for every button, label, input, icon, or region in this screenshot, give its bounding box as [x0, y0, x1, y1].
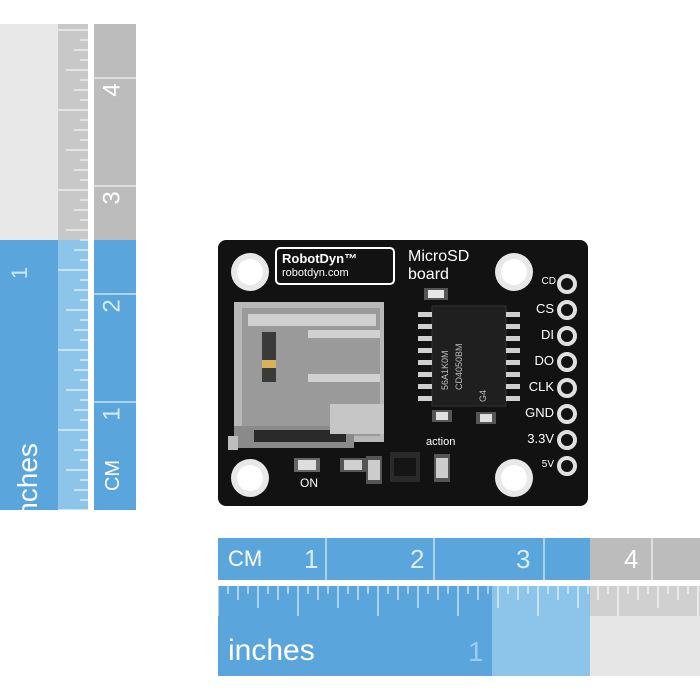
microsd-board-graphic — [218, 240, 588, 506]
horizontal-inch-unit-label: inches — [228, 634, 315, 667]
logo-box — [275, 247, 395, 285]
vertical-cm-tick-label-4: 4 — [98, 83, 126, 97]
robotdyn-logo-text: RobotDyn™ — [282, 251, 358, 266]
pin-label-gnd: GND — [525, 405, 554, 420]
led-power-label: ON — [300, 476, 318, 490]
chip-marking-line2: CD4050BM — [454, 343, 464, 390]
horizontal-cm-ruler-graphic — [218, 538, 700, 580]
pin-label-di: DI — [541, 327, 554, 342]
pin-label-cd: CD — [541, 276, 556, 287]
vertical-cm-ruler: CM 1 2 3 4 — [94, 24, 136, 510]
board-title-line2: board — [408, 266, 449, 283]
vertical-cm-ruler-graphic — [94, 24, 136, 510]
vertical-inch-ruler: inches 1 — [0, 24, 88, 510]
vertical-inch-tick-label-1: 1 — [7, 266, 33, 280]
chip-marking-code: G4 — [478, 389, 488, 402]
pin-label-clk: CLK — [528, 379, 554, 394]
pin-header — [557, 274, 577, 476]
logic-ic-chip — [418, 305, 520, 407]
horizontal-cm-tick-label-1: 1 — [304, 544, 319, 574]
horizontal-cm-unit-label: CM — [228, 546, 263, 571]
board-title-line1: MicroSD — [408, 248, 470, 265]
pin-label-3v3: 3.3V — [527, 431, 554, 446]
vertical-cm-tick-label-2: 2 — [98, 299, 126, 313]
pin-label-do: DO — [534, 353, 555, 368]
horizontal-cm-ruler: CM 1 2 3 4 — [218, 538, 700, 580]
horizontal-inch-ruler: inches 1 — [218, 586, 700, 676]
pin-label-cs: CS — [535, 301, 554, 316]
microsd-socket — [228, 302, 384, 450]
horizontal-inch-ruler-graphic — [218, 586, 700, 676]
chip-marking-line1-rot: 56A1K0M — [440, 350, 450, 390]
horizontal-cm-tick-label-3: 3 — [516, 544, 531, 574]
vertical-cm-tick-label-1: 1 — [98, 407, 126, 421]
horizontal-cm-tick-label-4: 4 — [624, 544, 639, 574]
led-action-label: action — [426, 436, 456, 448]
smd-components — [294, 288, 496, 484]
horizontal-cm-tick-label-2: 2 — [410, 544, 425, 574]
horizontal-inch-tick-label-1: 1 — [468, 636, 484, 667]
robotdyn-website-text: robotdyn.com — [282, 267, 349, 279]
vertical-inch-unit-label: inches — [12, 443, 43, 510]
pin-label-5v: 5V — [541, 459, 554, 470]
microsd-board: RobotDyn™ robotdyn.com MicroSD board 56A… — [218, 240, 590, 513]
vertical-cm-tick-label-3: 3 — [98, 191, 126, 205]
mounting-holes — [231, 253, 533, 497]
vertical-cm-unit-label: CM — [102, 459, 125, 492]
vertical-inch-ruler-graphic — [0, 24, 88, 510]
